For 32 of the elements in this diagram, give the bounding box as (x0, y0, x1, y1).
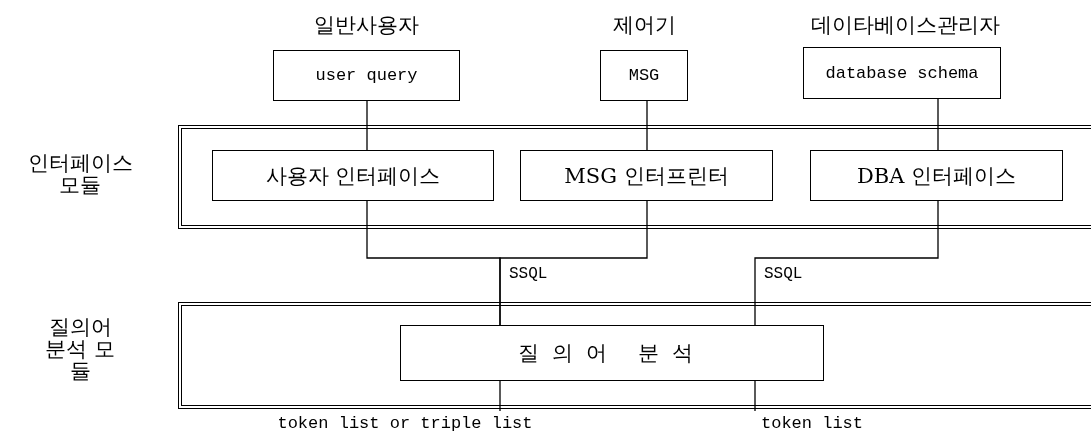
box-label: database schema (825, 63, 979, 83)
process-box (810, 150, 1063, 201)
box-label: 질의어 분석 (518, 340, 706, 367)
connector-line (937, 98, 939, 151)
connector-line (754, 200, 939, 326)
box-label: 사용자 인터페이스 (265, 162, 441, 190)
connector-line (754, 380, 756, 412)
output-text: token list (761, 413, 863, 433)
process-box (273, 50, 460, 101)
module-label: 질의어 분석 모듈 (45, 316, 115, 383)
connector-line (646, 100, 648, 151)
connector-line (366, 100, 368, 151)
box-label: MSG 인터프린터 (564, 162, 729, 190)
box-label: DBA 인터페이스 (856, 162, 1017, 190)
process-box (803, 47, 1001, 99)
module-band (178, 302, 1091, 409)
process-box (400, 325, 824, 381)
output-text: token list or triple list (277, 413, 533, 433)
module-band (178, 125, 1091, 229)
actor-label: 데이타베이스관리자 (809, 14, 1001, 37)
edge-label: SSQL (762, 265, 805, 283)
module-label: 인터페이스 모듈 (26, 152, 134, 197)
box-label: user query (315, 66, 418, 85)
connector-line (499, 200, 648, 326)
edge-label: SSQL (507, 265, 550, 283)
process-box (600, 50, 688, 101)
actor-label: 제어기 (611, 14, 677, 37)
connector-line (499, 380, 501, 412)
actor-label: 일반사용자 (313, 14, 420, 37)
process-box (520, 150, 773, 201)
process-box (212, 150, 494, 201)
box-label: MSG (628, 66, 660, 85)
